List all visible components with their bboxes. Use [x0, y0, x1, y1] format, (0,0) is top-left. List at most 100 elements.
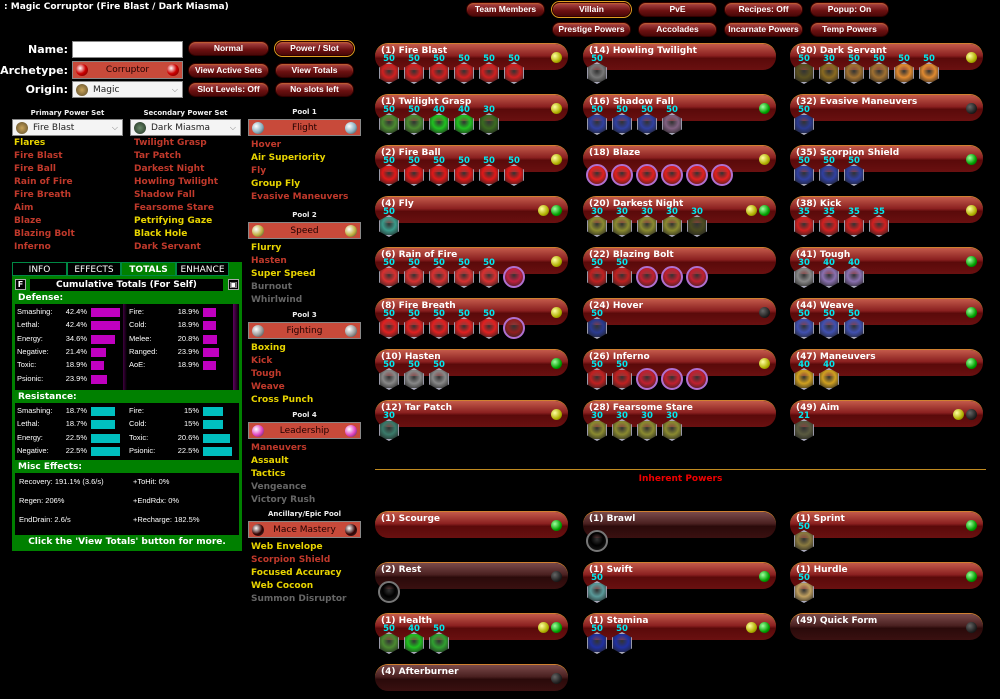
status-light-icon[interactable] — [759, 622, 770, 633]
power-item-fire-breath[interactable]: Fire Breath — [14, 190, 72, 200]
status-light-icon[interactable] — [759, 307, 770, 318]
status-light-icon[interactable] — [551, 358, 562, 369]
power-bar[interactable] — [790, 44, 983, 70]
enhancement-icon[interactable] — [637, 215, 657, 237]
pool-select-fighting[interactable]: Fighting — [248, 322, 361, 339]
enhancement-icon[interactable] — [661, 368, 683, 390]
secondary-set-select[interactable]: Dark Miasma ⌵ — [130, 119, 241, 136]
power-bar[interactable] — [790, 614, 983, 640]
view-active-sets-button[interactable]: View Active Sets — [188, 63, 269, 78]
popup-button[interactable]: Popup: On — [810, 2, 889, 17]
status-light-icon[interactable] — [759, 103, 770, 114]
status-light-icon[interactable] — [551, 673, 562, 684]
power-item-maneuvers[interactable]: Maneuvers — [251, 443, 307, 453]
tab-totals[interactable]: TOTALS — [121, 262, 176, 276]
enhancement-icon[interactable] — [429, 632, 449, 654]
enhancement-icon[interactable] — [404, 368, 424, 390]
enhancement-icon[interactable] — [429, 113, 449, 135]
enhancement-icon[interactable] — [794, 215, 814, 237]
power-item-blazing-bolt[interactable]: Blazing Bolt — [14, 229, 75, 239]
power-bar[interactable] — [375, 299, 568, 325]
enhancement-icon[interactable] — [404, 632, 424, 654]
power-item-vengeance[interactable]: Vengeance — [251, 482, 307, 492]
enhancement-icon[interactable] — [819, 266, 839, 288]
enhancement-icon[interactable] — [636, 266, 658, 288]
power-slot-2-rest[interactable]: (2) Rest — [375, 563, 568, 603]
power-item-scorpion-shield[interactable]: Scorpion Shield — [251, 555, 331, 565]
enhancement-icon[interactable] — [636, 164, 658, 186]
status-light-icon[interactable] — [966, 358, 977, 369]
tab-enhance[interactable]: ENHANCE — [176, 262, 229, 276]
status-light-icon[interactable] — [551, 205, 562, 216]
enhancement-icon[interactable] — [794, 317, 814, 339]
power-bar[interactable] — [583, 512, 776, 538]
enhancement-icon[interactable] — [662, 419, 682, 441]
enhancement-icon[interactable] — [794, 581, 814, 603]
f-button[interactable]: F — [15, 279, 26, 290]
incarnate-powers-button[interactable]: Incarnate Powers — [724, 22, 803, 37]
enhancement-icon[interactable] — [454, 62, 474, 84]
enhancement-icon[interactable] — [844, 164, 864, 186]
power-bar[interactable] — [583, 299, 776, 325]
enhancement-icon[interactable] — [429, 368, 449, 390]
power-item-flares[interactable]: Flares — [14, 138, 46, 148]
enhancement-icon[interactable] — [586, 164, 608, 186]
power-item-fearsome-stare[interactable]: Fearsome Stare — [134, 203, 214, 213]
enhancement-icon[interactable] — [379, 419, 399, 441]
power-bar[interactable] — [790, 95, 983, 121]
power-item-web-cocoon[interactable]: Web Cocoon — [251, 581, 314, 591]
status-light-icon[interactable] — [953, 409, 964, 420]
power-item-weave[interactable]: Weave — [251, 382, 285, 392]
status-light-icon[interactable] — [966, 52, 977, 63]
status-light-icon[interactable] — [759, 205, 770, 216]
enhancement-icon[interactable] — [379, 266, 399, 288]
enhancement-icon[interactable] — [454, 113, 474, 135]
power-item-super-speed[interactable]: Super Speed — [251, 269, 316, 279]
power-item-fire-ball[interactable]: Fire Ball — [14, 164, 57, 174]
enhancement-icon[interactable] — [404, 164, 424, 186]
enhancement-icon[interactable] — [379, 632, 399, 654]
pool-select-mace-mastery[interactable]: Mace Mastery — [248, 521, 361, 538]
power-bar[interactable] — [375, 146, 568, 172]
power-slot-1-scourge[interactable]: (1) Scourge — [375, 512, 568, 542]
power-bar[interactable] — [375, 665, 568, 691]
view-totals-button[interactable]: View Totals — [275, 63, 354, 78]
status-light-icon[interactable] — [966, 520, 977, 531]
enhancement-icon[interactable] — [711, 164, 733, 186]
status-light-icon[interactable] — [759, 154, 770, 165]
status-light-icon[interactable] — [966, 409, 977, 420]
enhancement-icon[interactable] — [637, 113, 657, 135]
enhancement-icon[interactable] — [379, 215, 399, 237]
status-light-icon[interactable] — [966, 256, 977, 267]
status-light-icon[interactable] — [966, 571, 977, 582]
enhancement-icon[interactable] — [379, 317, 399, 339]
power-item-summon-disruptor[interactable]: Summon Disruptor — [251, 594, 347, 604]
recipes-button[interactable]: Recipes: Off — [724, 2, 803, 17]
power-item-assault[interactable]: Assault — [251, 456, 289, 466]
status-light-icon[interactable] — [746, 205, 757, 216]
enhancement-icon[interactable] — [586, 530, 608, 552]
power-item-tar-patch[interactable]: Tar Patch — [134, 151, 182, 161]
status-light-icon[interactable] — [966, 622, 977, 633]
power-slot-1-brawl[interactable]: (1) Brawl — [583, 512, 776, 552]
pve-button[interactable]: PvE — [638, 2, 717, 17]
enhancement-icon[interactable] — [429, 266, 449, 288]
enhancement-icon[interactable] — [662, 113, 682, 135]
enhancement-icon[interactable] — [404, 62, 424, 84]
power-item-fly[interactable]: Fly — [251, 166, 267, 176]
status-light-icon[interactable] — [966, 154, 977, 165]
enhancement-icon[interactable] — [379, 62, 399, 84]
power-bar[interactable] — [790, 197, 983, 223]
